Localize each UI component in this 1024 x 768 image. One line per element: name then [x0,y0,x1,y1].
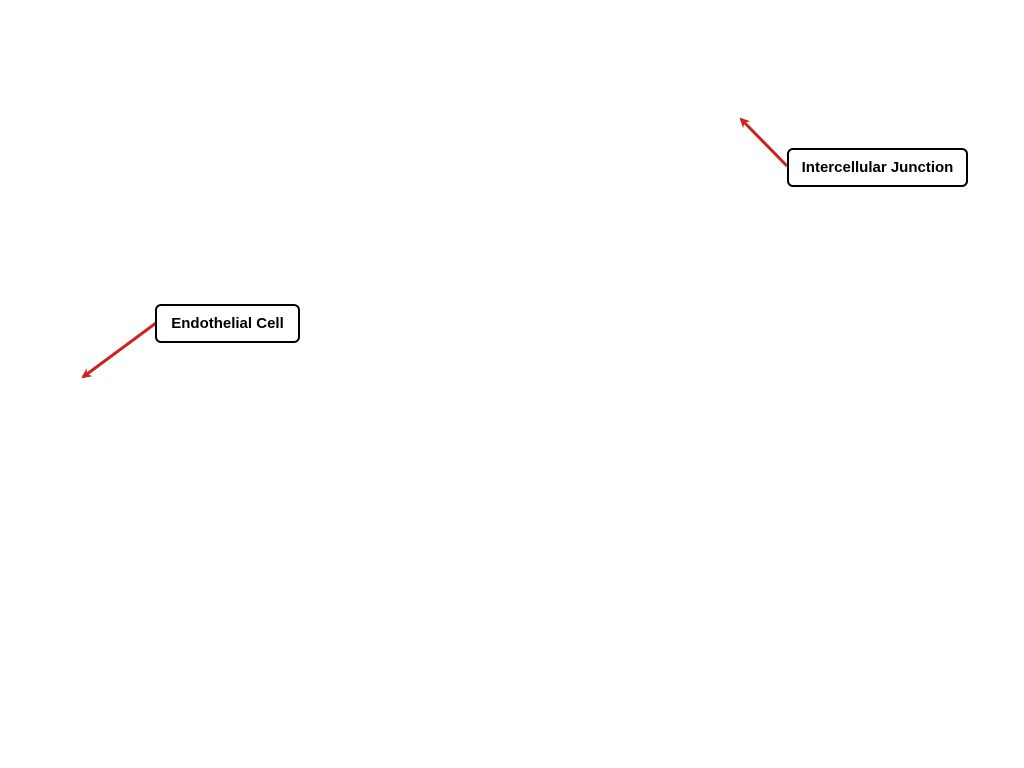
endothelial-arrow-icon [81,321,157,379]
label-endothelial-cell: Endothelial Cell [155,304,300,343]
junction-arrow-icon [739,117,789,168]
label-intercellular-junction: Intercellular Junction [787,148,968,187]
